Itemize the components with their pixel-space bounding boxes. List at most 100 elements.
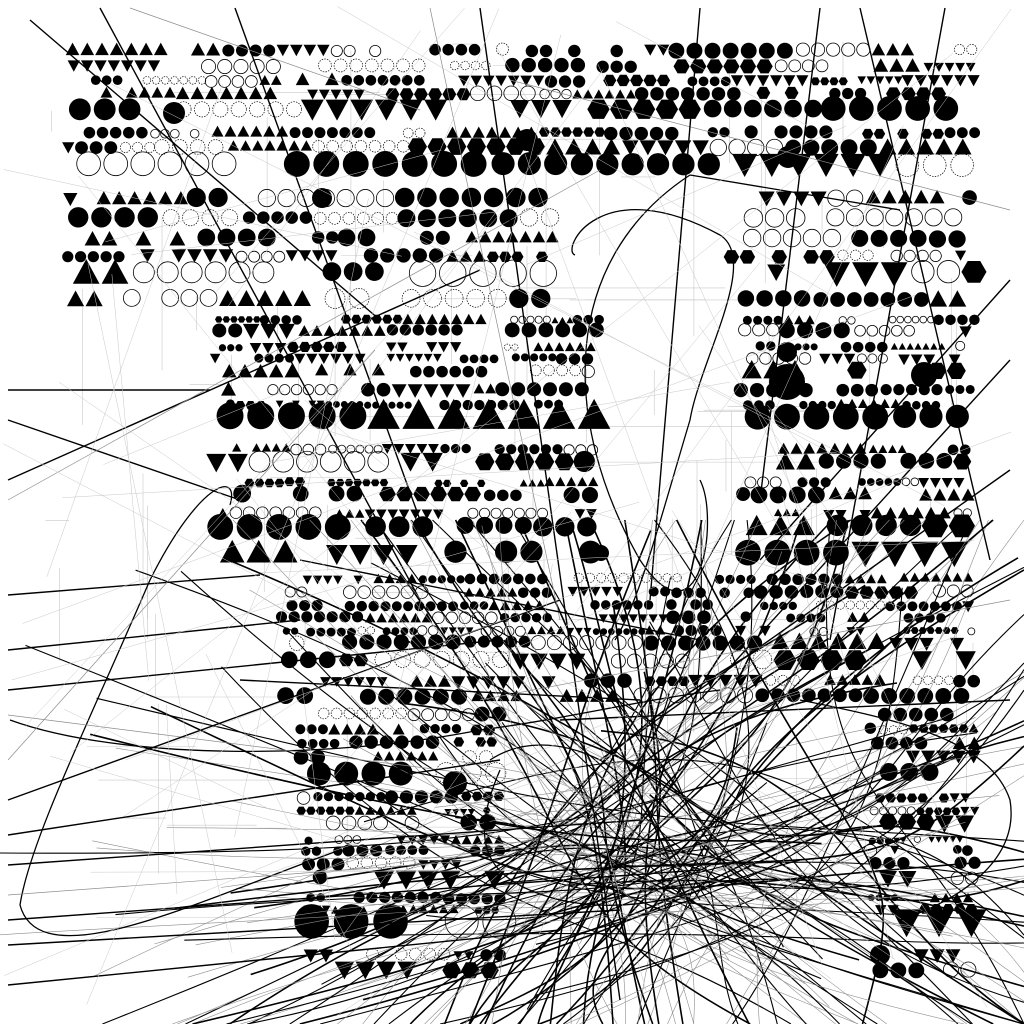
hexagon-glyph xyxy=(928,724,939,733)
filled-circle-glyph xyxy=(832,403,859,430)
triangle-up-glyph xyxy=(354,805,365,815)
hexagon-glyph xyxy=(678,676,690,686)
triangle-down-glyph xyxy=(428,444,439,454)
triangle-up-glyph xyxy=(364,612,376,623)
filled-circle-glyph xyxy=(339,127,351,139)
outline-circle-glyph xyxy=(330,44,343,57)
hexagon-glyph xyxy=(896,793,907,803)
filled-circle-glyph xyxy=(336,627,346,637)
tangle-curve xyxy=(229,720,1024,1024)
triangle-up-glyph xyxy=(109,42,124,56)
outline-circle-glyph xyxy=(936,260,961,284)
triangle-up-glyph xyxy=(507,398,541,429)
triangle-down-glyph xyxy=(80,60,94,72)
triangle-up-glyph xyxy=(931,572,942,582)
filled-circle-glyph xyxy=(328,485,345,502)
filled-circle-glyph xyxy=(275,611,288,623)
triangle-up-glyph xyxy=(485,383,497,394)
filled-circle-glyph xyxy=(687,76,698,87)
dotted-ring-glyph xyxy=(368,140,382,153)
hexagon-glyph xyxy=(493,791,505,801)
filled-circle-glyph xyxy=(428,248,444,263)
hairline xyxy=(597,64,977,893)
hexagon-glyph xyxy=(499,251,512,262)
triangle-up-glyph xyxy=(315,363,329,376)
long-line xyxy=(7,819,641,866)
dotted-ring-glyph xyxy=(349,58,363,73)
filled-circle-glyph xyxy=(264,353,274,363)
filled-circle-glyph xyxy=(778,322,795,339)
filled-circle-glyph xyxy=(563,487,580,504)
hexagon-glyph xyxy=(594,127,606,137)
outline-circle-glyph xyxy=(229,506,243,519)
hexagon-glyph xyxy=(379,478,389,487)
hexagon-glyph xyxy=(961,261,987,283)
hexagon-glyph xyxy=(325,806,336,815)
tangle-curve xyxy=(539,557,1019,1024)
triangle-up-glyph xyxy=(952,572,963,582)
filled-circle-glyph xyxy=(294,904,329,939)
triangle-up-glyph xyxy=(741,359,762,379)
triangle-up-glyph xyxy=(858,611,870,622)
filled-circle-glyph xyxy=(649,126,664,141)
triangle-down-glyph xyxy=(354,677,365,687)
long-line xyxy=(599,469,1011,761)
outline-circle-glyph xyxy=(818,627,829,637)
outline-circle-glyph xyxy=(157,151,183,177)
filled-circle-glyph xyxy=(733,382,748,398)
hairline xyxy=(87,263,233,953)
triangle-down-glyph xyxy=(758,191,775,207)
dotted-ring-glyph xyxy=(154,139,170,155)
filled-circle-glyph xyxy=(962,845,973,856)
dotted-ring-glyph xyxy=(188,76,197,85)
dotted-ring-glyph xyxy=(366,626,375,635)
triangle-down-glyph xyxy=(107,60,121,72)
filled-circle-glyph xyxy=(610,60,623,73)
hexagon-glyph xyxy=(901,87,916,101)
triangle-down-glyph xyxy=(308,400,317,408)
hexagon-glyph xyxy=(843,650,867,670)
triangle-down-glyph xyxy=(628,614,638,623)
triangle-down-glyph xyxy=(307,89,319,100)
filled-circle-glyph xyxy=(114,207,135,228)
filled-circle-glyph xyxy=(479,354,489,364)
triangle-down-glyph xyxy=(218,249,234,263)
triangle-down-glyph xyxy=(438,342,450,353)
triangle-down-glyph xyxy=(857,76,866,85)
triangle-down-glyph xyxy=(942,836,949,843)
dotted-ring-glyph xyxy=(837,249,849,261)
filled-circle-glyph xyxy=(750,486,768,504)
hairline xyxy=(396,34,562,698)
filled-circle-glyph xyxy=(600,628,608,635)
triangle-up-glyph xyxy=(886,42,900,56)
triangle-down-glyph xyxy=(94,60,107,72)
outline-circle-glyph xyxy=(801,59,815,73)
tangle-curve xyxy=(187,754,924,978)
filled-circle-glyph xyxy=(431,151,458,177)
filled-circle-glyph xyxy=(836,453,852,469)
outline-circle-glyph xyxy=(373,444,383,454)
hexagon-glyph xyxy=(706,59,723,74)
outline-circle-glyph xyxy=(955,340,966,351)
hairline xyxy=(524,154,822,964)
outline-circle-glyph xyxy=(865,208,884,227)
triangle-down-glyph xyxy=(353,575,363,585)
filled-circle-glyph xyxy=(314,127,326,139)
triangle-up-glyph xyxy=(499,600,511,611)
tangle-curve xyxy=(486,701,808,1024)
hairline xyxy=(71,53,953,753)
triangle-up-glyph xyxy=(803,442,816,454)
tangle-curve xyxy=(174,745,1024,910)
dotted-ring-glyph xyxy=(414,127,426,139)
filled-circle-glyph xyxy=(339,402,367,430)
triangle-down-glyph xyxy=(929,949,945,963)
filled-circle-glyph xyxy=(511,353,520,362)
triangle-down-glyph xyxy=(294,353,306,365)
outline-circle-glyph xyxy=(738,323,752,337)
filled-circle-glyph xyxy=(953,688,970,704)
outline-circle-glyph xyxy=(228,261,251,284)
filled-circle-glyph xyxy=(112,75,123,85)
dotted-ring-glyph xyxy=(618,572,629,583)
hairline xyxy=(3,169,402,257)
filled-circle-glyph xyxy=(479,209,498,228)
